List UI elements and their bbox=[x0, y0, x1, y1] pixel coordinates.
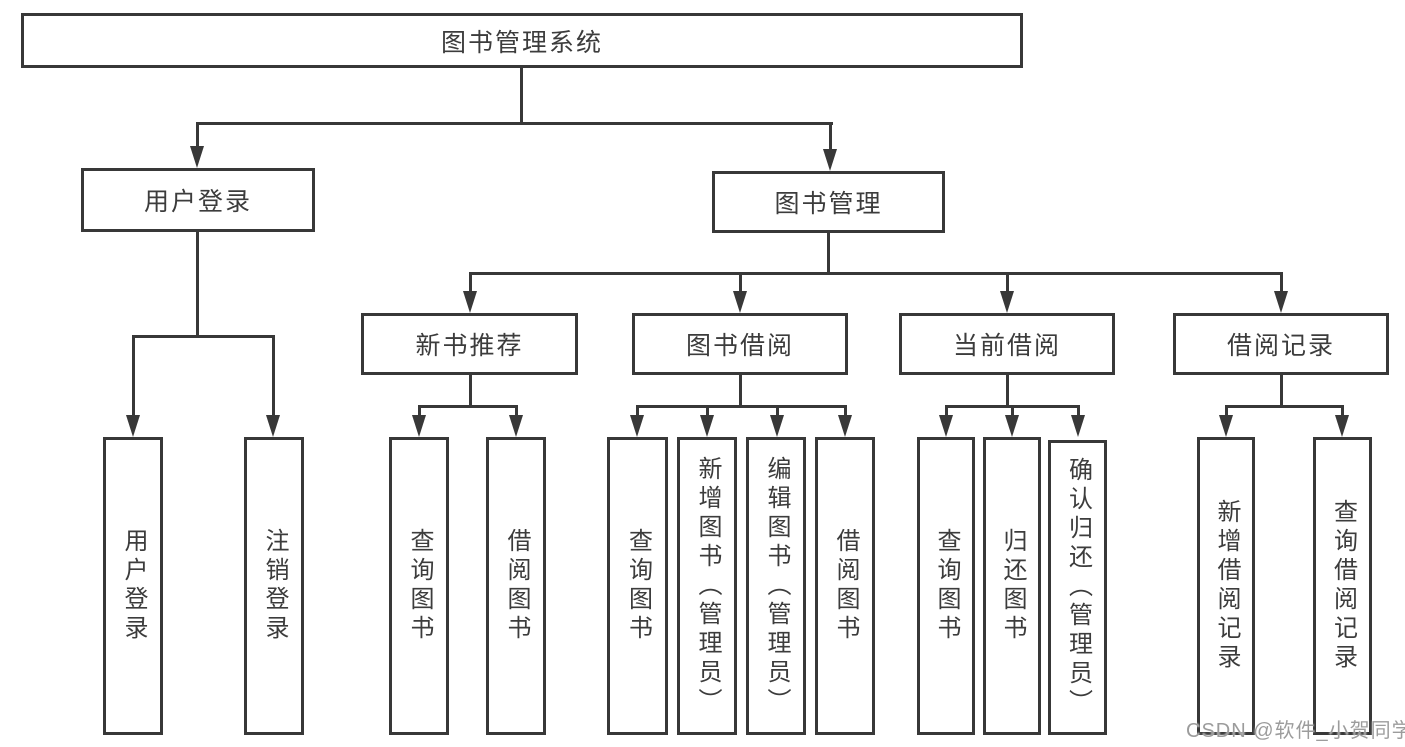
leaf-br-add-record-label: 新增借阅记录 bbox=[1213, 499, 1240, 673]
node-root: 图书管理系统 bbox=[21, 13, 1023, 68]
connector-arrow-line-nbr-borrow bbox=[515, 405, 518, 417]
arrowhead-ul-logout bbox=[266, 415, 280, 437]
leaf-br-query-record-label: 查询借阅记录 bbox=[1329, 499, 1357, 673]
connector-root-bar bbox=[196, 122, 833, 125]
arrowhead-bb-edit bbox=[770, 415, 784, 437]
leaf-cb-return-book: 归还图书 bbox=[983, 437, 1041, 735]
connector-arrow-line-book-borrow bbox=[739, 272, 742, 293]
node-root-label: 图书管理系统 bbox=[440, 28, 603, 57]
arrowhead-new-book-rec bbox=[463, 291, 477, 313]
connector-borrow-record-bar bbox=[1225, 405, 1344, 408]
arrowhead-cb-confirm bbox=[1071, 415, 1085, 437]
connector-arrow-line-bb-add bbox=[706, 405, 709, 417]
connector-arrow-line-ul-login bbox=[132, 335, 135, 415]
arrowhead-ul-login bbox=[126, 415, 140, 437]
node-borrow-record-label: 借阅记录 bbox=[1226, 332, 1335, 360]
node-borrow-record: 借阅记录 bbox=[1173, 313, 1389, 375]
connector-arrow-line-br-add bbox=[1225, 405, 1228, 417]
arrowhead-cb-return bbox=[1005, 415, 1019, 437]
connector-root-stem bbox=[520, 68, 523, 122]
connector-book-borrow-bar bbox=[636, 405, 847, 408]
leaf-bb-add-book-admin-label: 新增图书（管理员） bbox=[694, 455, 721, 717]
connector-new-book-rec-stem bbox=[469, 375, 472, 405]
leaf-bb-add-book-admin: 新增图书（管理员） bbox=[677, 437, 737, 735]
leaf-nbr-query-book-label: 查询图书 bbox=[406, 528, 433, 644]
arrowhead-bb-borrow bbox=[838, 415, 852, 437]
connector-arrow-line-cb-return bbox=[1011, 405, 1014, 417]
leaf-cb-confirm-return-admin: 确认归还（管理员） bbox=[1048, 440, 1107, 735]
leaf-user-login: 用户登录 bbox=[103, 437, 163, 735]
connector-arrow-line-cb-query bbox=[945, 405, 948, 417]
node-book-borrow-label: 图书借阅 bbox=[685, 332, 794, 360]
node-user-login-label: 用户登录 bbox=[143, 188, 252, 216]
connector-arrow-line-nbr-query bbox=[418, 405, 421, 417]
leaf-cb-return-book-label: 归还图书 bbox=[999, 528, 1026, 644]
node-book-borrow: 图书借阅 bbox=[632, 313, 848, 375]
connector-arrow-line-user-login bbox=[196, 122, 199, 148]
connector-arrow-line-bb-query bbox=[636, 405, 639, 417]
leaf-logout-label: 注销登录 bbox=[261, 528, 288, 644]
arrowhead-br-add bbox=[1219, 415, 1233, 437]
arrowhead-book-borrow bbox=[733, 291, 747, 313]
connector-user-login-stem bbox=[196, 232, 199, 335]
connector-user-login-bar bbox=[132, 335, 275, 338]
node-book-mgmt: 图书管理 bbox=[712, 171, 945, 233]
arrowhead-borrow-record bbox=[1274, 291, 1288, 313]
csdn-watermark: CSDN @软件_小贺同学 bbox=[1186, 720, 1405, 742]
arrowhead-book-mgmt bbox=[823, 149, 837, 171]
connector-book-borrow-stem bbox=[739, 375, 742, 405]
leaf-logout: 注销登录 bbox=[244, 437, 304, 735]
leaf-cb-query-book-label: 查询图书 bbox=[933, 528, 960, 644]
connector-arrow-line-borrow-record bbox=[1280, 272, 1283, 293]
node-user-login: 用户登录 bbox=[81, 168, 315, 232]
connector-book-mgmt-stem bbox=[827, 233, 830, 272]
node-current-borrow: 当前借阅 bbox=[899, 313, 1115, 375]
connector-current-borrow-stem bbox=[1006, 375, 1009, 405]
arrowhead-nbr-query bbox=[412, 415, 426, 437]
connector-borrow-record-stem bbox=[1280, 375, 1283, 405]
leaf-user-login-label: 用户登录 bbox=[120, 528, 147, 644]
node-book-mgmt-label: 图书管理 bbox=[774, 190, 883, 218]
connector-arrow-line-ul-logout bbox=[272, 335, 275, 415]
arrowhead-bb-add bbox=[700, 415, 714, 437]
arrowhead-user-login bbox=[190, 146, 204, 168]
leaf-bb-query-book: 查询图书 bbox=[607, 437, 668, 735]
arrowhead-nbr-borrow bbox=[509, 415, 523, 437]
leaf-cb-confirm-return-admin-label: 确认归还（管理员） bbox=[1064, 457, 1092, 718]
leaf-cb-query-book: 查询图书 bbox=[917, 437, 975, 735]
leaf-nbr-borrow-book-label: 借阅图书 bbox=[503, 528, 530, 644]
connector-arrow-line-br-query bbox=[1341, 405, 1344, 417]
arrowhead-current-borrow bbox=[1000, 291, 1014, 313]
connector-arrow-line-book-mgmt bbox=[829, 122, 832, 151]
connector-arrow-line-bb-borrow bbox=[844, 405, 847, 417]
leaf-nbr-borrow-book: 借阅图书 bbox=[486, 437, 546, 735]
leaf-br-add-record: 新增借阅记录 bbox=[1197, 437, 1255, 735]
arrowhead-cb-query bbox=[939, 415, 953, 437]
connector-arrow-line-bb-edit bbox=[776, 405, 779, 417]
connector-book-mgmt-bar bbox=[469, 272, 1282, 275]
leaf-bb-borrow-book-label: 借阅图书 bbox=[832, 528, 859, 644]
leaf-bb-edit-book-admin: 编辑图书（管理员） bbox=[746, 437, 806, 735]
leaf-bb-edit-book-admin-label: 编辑图书（管理员） bbox=[763, 455, 790, 717]
connector-arrow-line-current-borrow bbox=[1006, 272, 1009, 293]
leaf-bb-query-book-label: 查询图书 bbox=[624, 528, 652, 644]
connector-new-book-rec-bar bbox=[418, 405, 518, 408]
node-new-book-rec-label: 新书推荐 bbox=[415, 332, 524, 360]
connector-arrow-line-cb-confirm bbox=[1077, 405, 1080, 417]
arrowhead-br-query bbox=[1335, 415, 1349, 437]
arrowhead-bb-query bbox=[630, 415, 644, 437]
leaf-bb-borrow-book: 借阅图书 bbox=[815, 437, 875, 735]
leaf-br-query-record: 查询借阅记录 bbox=[1313, 437, 1372, 735]
node-current-borrow-label: 当前借阅 bbox=[952, 332, 1061, 360]
leaf-nbr-query-book: 查询图书 bbox=[389, 437, 449, 735]
node-new-book-rec: 新书推荐 bbox=[361, 313, 578, 375]
connector-arrow-line-new-book-rec bbox=[469, 272, 472, 293]
